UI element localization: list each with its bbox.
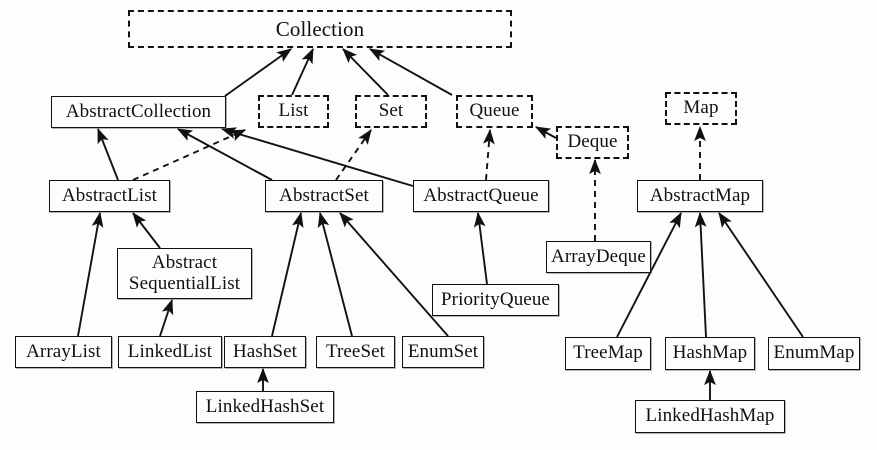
edge-abstract-set-to-set [335, 129, 372, 181]
edge-abstract-queue-to-abstract-collection [220, 127, 414, 187]
edge-linked-list-to-abstract-sequential [159, 298, 174, 337]
node-collection[interactable]: Collection [128, 10, 512, 48]
node-array-deque[interactable]: ArrayDeque [546, 241, 651, 273]
node-linked-hash-map[interactable]: LinkedHashMap [635, 400, 785, 433]
edge-set-to-collection [342, 48, 389, 96]
node-abstract-sequential[interactable]: Abstract SequentialList [117, 248, 252, 299]
node-tree-map[interactable]: TreeMap [565, 337, 651, 370]
node-linked-hash-set[interactable]: LinkedHashSet [196, 391, 334, 423]
node-enum-map[interactable]: EnumMap [768, 337, 860, 370]
edge-abstract-queue-to-queue [483, 128, 495, 181]
node-list[interactable]: List [258, 95, 329, 128]
edge-abstract-list-to-list [132, 129, 247, 181]
node-set[interactable]: Set [355, 95, 427, 128]
edge-enum-map-to-abstract-map [718, 212, 804, 338]
node-map[interactable]: Map [665, 92, 737, 125]
node-abstract-list[interactable]: AbstractList [49, 180, 170, 212]
node-hash-set[interactable]: HashSet [224, 336, 306, 368]
node-hash-map[interactable]: HashMap [665, 337, 755, 370]
node-abstract-map[interactable]: AbstractMap [637, 180, 763, 212]
edge-abstract-list-to-abstract-collection [97, 127, 119, 181]
edge-priority-queue-to-abstract-queue [473, 211, 488, 285]
node-abstract-collection[interactable]: AbstractCollection [51, 96, 226, 128]
node-priority-queue[interactable]: PriorityQueue [432, 284, 559, 316]
edge-abstract-set-to-abstract-collection [176, 128, 273, 181]
edge-list-to-collection [291, 47, 314, 96]
edge-abstract-collection-to-collection [224, 48, 292, 97]
node-abstract-set[interactable]: AbstractSet [265, 180, 383, 212]
node-array-list[interactable]: ArrayList [15, 336, 112, 368]
edge-deque-to-queue [535, 126, 557, 139]
node-queue[interactable]: Queue [456, 95, 533, 128]
node-linked-list[interactable]: LinkedList [118, 336, 222, 368]
edge-tree-set-to-abstract-set [317, 211, 353, 337]
node-tree-set[interactable]: TreeSet [316, 336, 395, 368]
node-enum-set[interactable]: EnumSet [402, 336, 484, 368]
edge-hash-set-to-abstract-set [271, 211, 304, 337]
node-abstract-queue[interactable]: AbstractQueue [413, 180, 549, 212]
node-deque[interactable]: Deque [556, 126, 629, 159]
edge-abstract-sequential-to-abstract-list [132, 212, 161, 249]
edge-tree-map-to-abstract-map [616, 211, 682, 338]
edge-hash-map-to-abstract-map [694, 211, 707, 338]
edge-array-list-to-abstract-list [77, 211, 104, 337]
edge-enum-set-to-abstract-set [339, 212, 449, 337]
edge-queue-to-collection [369, 48, 453, 96]
